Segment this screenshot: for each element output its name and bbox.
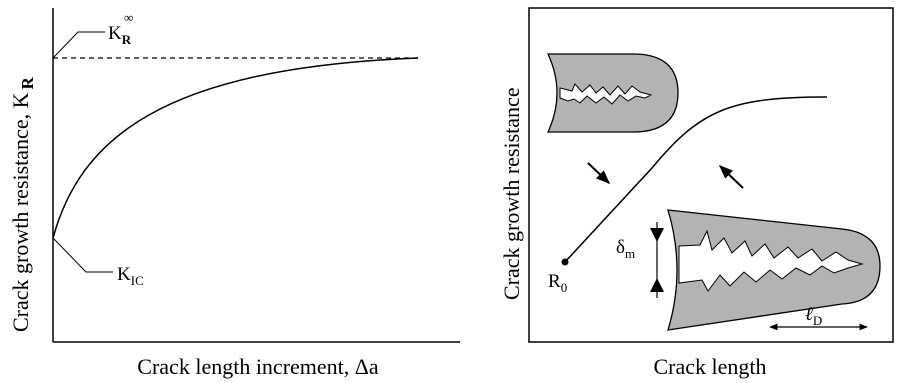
start-label: R0 bbox=[548, 271, 567, 295]
left-panel: KR ∞ KIC Crack growth resistance, KR Cra… bbox=[8, 8, 460, 379]
arrow-up-left bbox=[718, 165, 744, 189]
initial-leader-line bbox=[52, 237, 113, 273]
opening-arrow-bottom bbox=[650, 278, 664, 292]
zone-length-label: ℓD bbox=[805, 304, 822, 328]
right-frame bbox=[528, 7, 894, 343]
plateau-label-superscript: ∞ bbox=[124, 10, 133, 25]
resistance-curve bbox=[564, 96, 828, 263]
initial-label: KIC bbox=[117, 264, 144, 288]
left-x-axis-label: Crack length increment, Δa bbox=[137, 354, 379, 379]
right-y-axis-label: Crack growth resistance bbox=[499, 87, 524, 300]
start-point bbox=[561, 258, 569, 266]
right-x-axis-label: Crack length bbox=[653, 354, 766, 379]
small-crack bbox=[559, 83, 653, 105]
arrow-down-right bbox=[587, 162, 611, 184]
r-curve bbox=[52, 57, 419, 239]
large-crack bbox=[678, 229, 864, 292]
opening-label: δm bbox=[616, 237, 635, 261]
opening-arrow-top bbox=[650, 228, 664, 242]
plateau-leader-line bbox=[52, 31, 105, 59]
left-y-axis-label: Crack growth resistance, KR bbox=[8, 77, 37, 332]
plateau-label: KR bbox=[108, 23, 132, 47]
right-panel: R0 δm ℓD Crack growth resistance Crack l… bbox=[499, 7, 894, 379]
